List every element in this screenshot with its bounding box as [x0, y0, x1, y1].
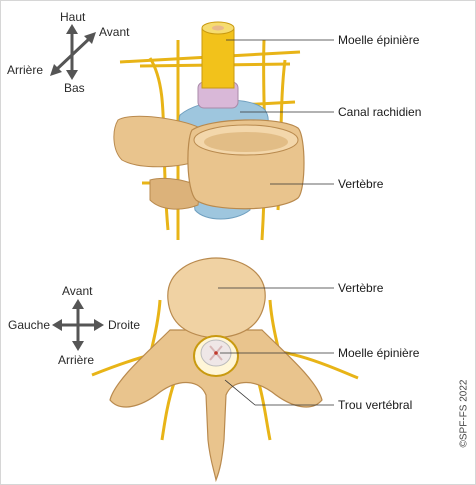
compass-front-label: Avant — [99, 25, 130, 39]
compass-back-label-bottom: Arrière — [58, 353, 95, 367]
label-vertebral-foramen: Trou vertébral — [338, 398, 413, 412]
compass-up-label: Haut — [60, 10, 86, 24]
compass-right-label: Droite — [108, 318, 141, 332]
compass-bottom — [52, 299, 104, 351]
copyright-credit: ©SPF-FS 2022 — [458, 379, 470, 448]
compass-left-label: Gauche — [8, 318, 51, 332]
label-vertebra-bottom: Vertèbre — [338, 281, 384, 295]
top-spine-view — [113, 21, 305, 241]
compass-down-label: Bas — [64, 81, 85, 95]
compass-top — [50, 24, 96, 80]
leader-lines-top — [226, 39, 334, 185]
compass-back-label: Arrière — [7, 63, 44, 77]
bottom-vertebra-view — [91, 257, 359, 483]
label-spinal-canal: Canal rachidien — [338, 105, 422, 119]
leader-lines-bottom — [218, 287, 334, 406]
label-spinal-cord-top: Moelle épinière — [338, 33, 420, 47]
label-vertebra-top: Vertèbre — [338, 177, 384, 191]
label-spinal-cord-bottom: Moelle épinière — [338, 346, 420, 360]
compass-front-label-bottom: Avant — [62, 284, 93, 298]
